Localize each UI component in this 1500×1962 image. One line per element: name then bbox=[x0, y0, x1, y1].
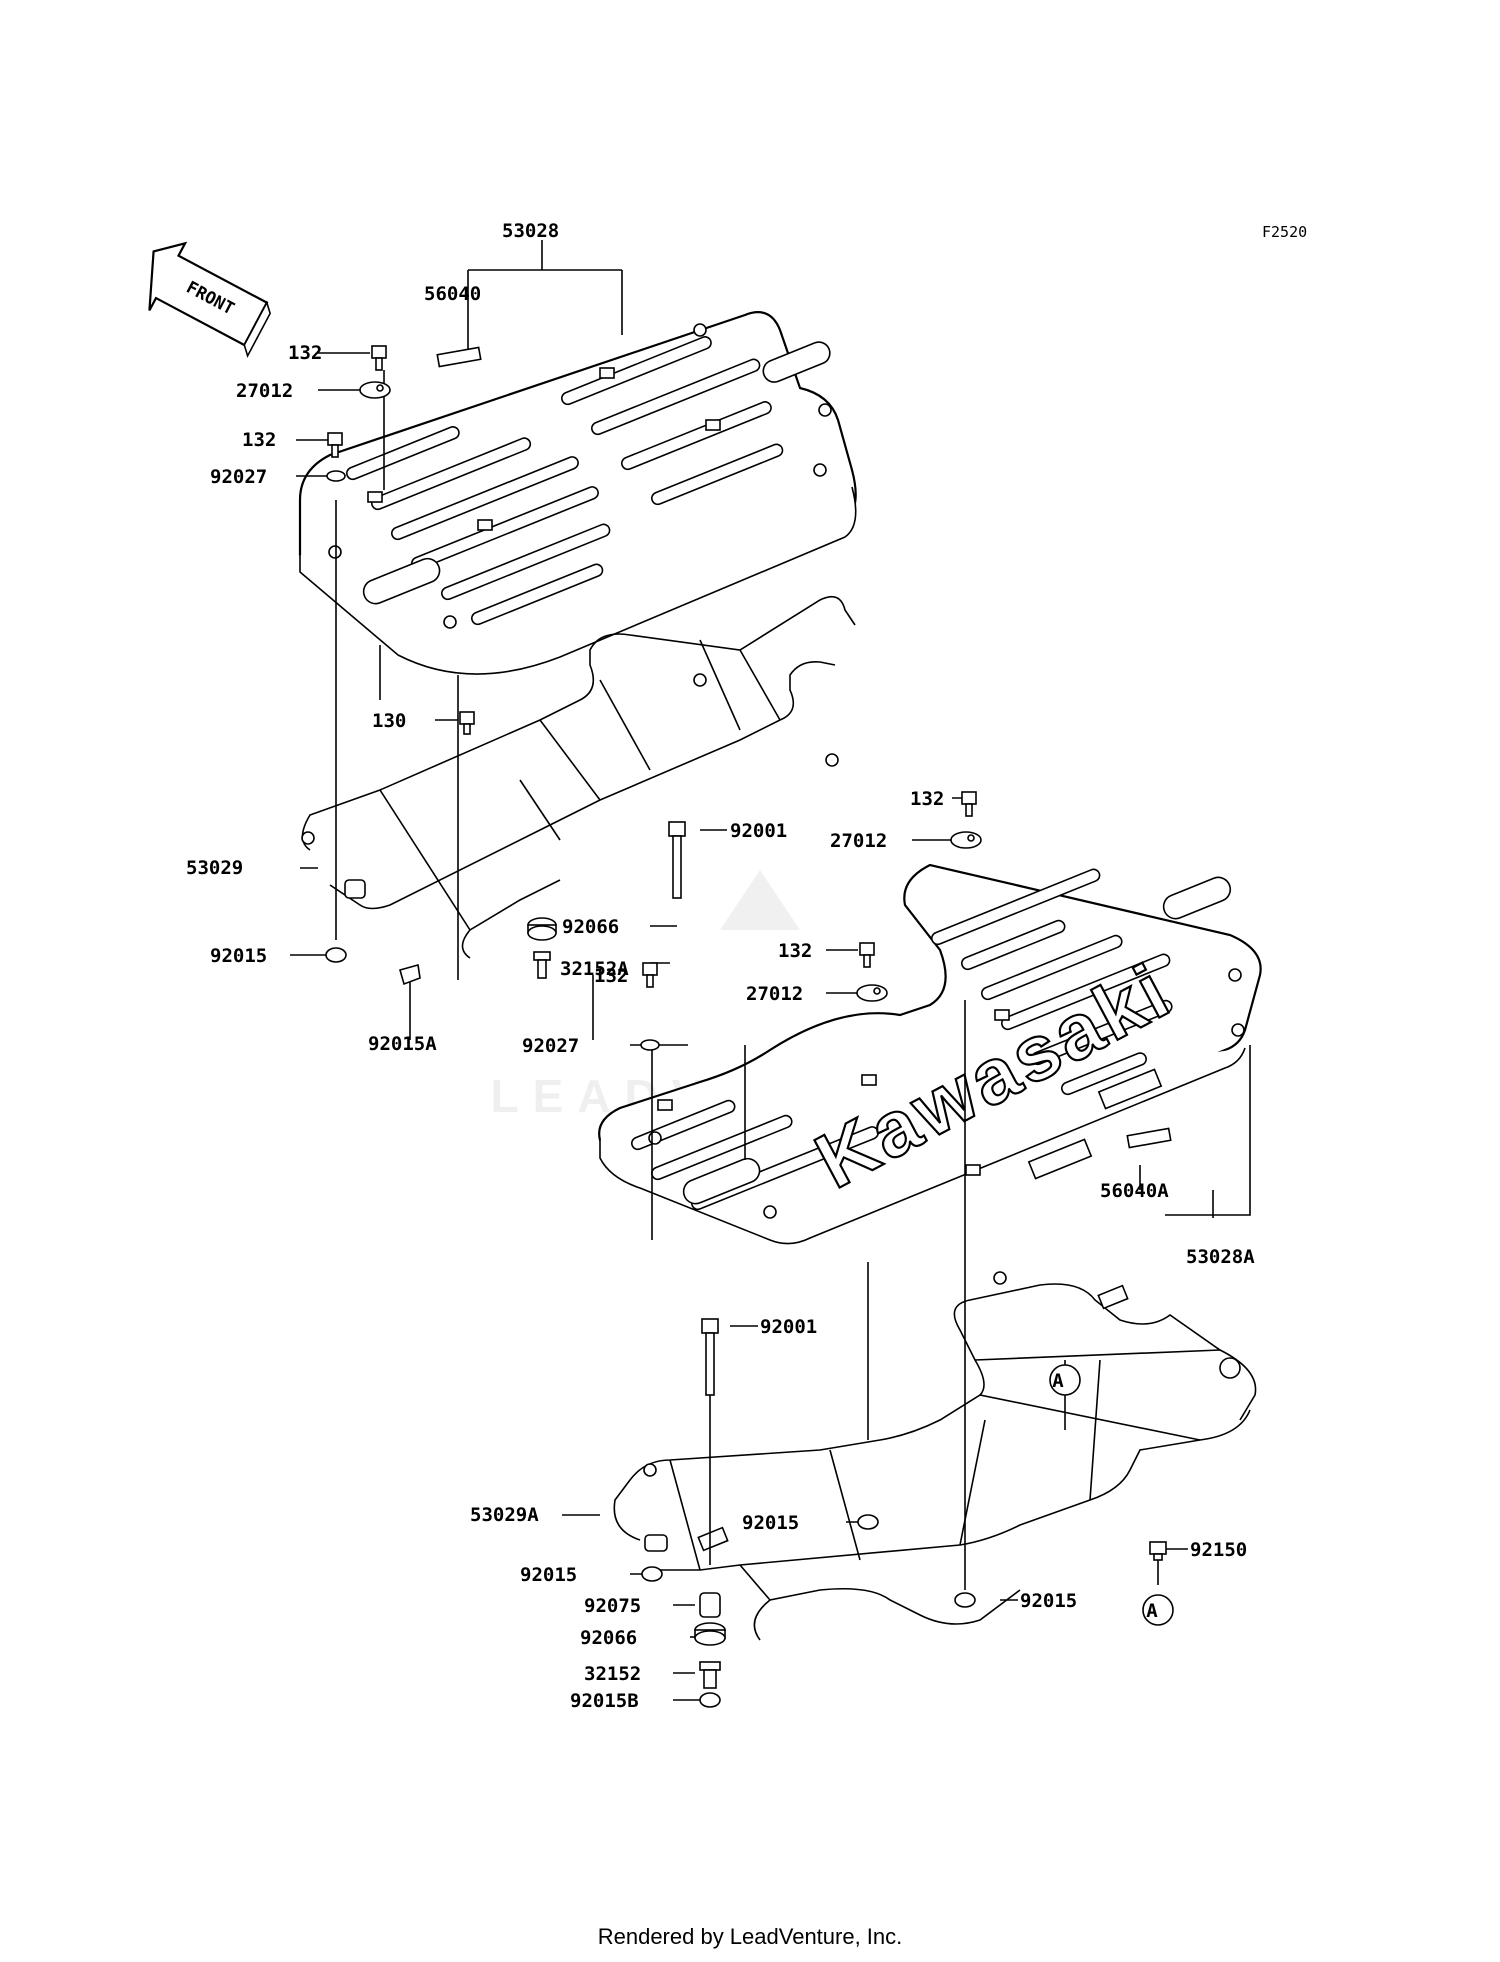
figure-code: F2520 bbox=[1262, 223, 1307, 241]
bolt-icon bbox=[961, 791, 977, 817]
front-carrier-frame bbox=[301, 595, 856, 959]
callout-92066: 92066 bbox=[580, 1627, 637, 1649]
callout-53028A: 53028A bbox=[1186, 1246, 1255, 1268]
bolt-icon bbox=[1149, 1541, 1167, 1561]
rear-carrier-slots bbox=[631, 868, 1245, 1219]
long-bolt-icon bbox=[701, 1318, 719, 1396]
callout-32152: 32152 bbox=[584, 1663, 641, 1685]
callout-130: 130 bbox=[372, 710, 406, 732]
callout-92001: 92001 bbox=[730, 820, 787, 842]
bolt-icon bbox=[859, 942, 875, 968]
bolt-icon bbox=[327, 432, 343, 458]
long-bolt-icon bbox=[668, 821, 686, 899]
bolt-icon bbox=[371, 345, 387, 371]
washer-icon bbox=[640, 1039, 660, 1051]
reference-a: A bbox=[1052, 1370, 1064, 1392]
callout-32152A: 32152A bbox=[560, 958, 629, 980]
callout-92015: 92015 bbox=[742, 1512, 799, 1534]
clamp-icon bbox=[856, 984, 888, 1002]
callout-27012: 27012 bbox=[830, 830, 887, 852]
callout-92027: 92027 bbox=[210, 466, 267, 488]
rear-carrier-frame bbox=[613, 1271, 1257, 1641]
grommet-icon bbox=[694, 1622, 726, 1646]
front-arrow: FRONT bbox=[148, 241, 271, 358]
spacer-icon bbox=[699, 1592, 721, 1618]
callout-labels: 53028 56040 132 27012 132 92027 130 5302… bbox=[186, 220, 1255, 1712]
callout-56040: 56040 bbox=[424, 283, 481, 305]
bolt-icon bbox=[459, 711, 475, 735]
callout-92015: 92015 bbox=[520, 1564, 577, 1586]
callout-53029A: 53029A bbox=[470, 1504, 539, 1526]
nut-icon bbox=[857, 1514, 879, 1530]
bolt-icon bbox=[642, 962, 658, 988]
reference-a-circle bbox=[1049, 1364, 1081, 1396]
callout-132: 132 bbox=[910, 788, 944, 810]
callout-132: 132 bbox=[778, 940, 812, 962]
callout-132: 132 bbox=[288, 342, 322, 364]
nut-icon bbox=[325, 947, 347, 963]
front-carrier-plate bbox=[298, 311, 857, 675]
callout-53028: 53028 bbox=[502, 220, 559, 242]
nut-icon bbox=[954, 1592, 976, 1608]
hardware bbox=[325, 345, 1174, 1708]
callout-132: 132 bbox=[594, 965, 628, 987]
callout-56040A: 56040A bbox=[1100, 1180, 1169, 1202]
clamp-icon bbox=[950, 831, 982, 849]
callout-92015A: 92015A bbox=[368, 1033, 437, 1055]
leader-lines bbox=[290, 240, 1251, 1701]
callout-92015: 92015 bbox=[210, 945, 267, 967]
front-carrier-slots bbox=[328, 323, 832, 629]
reference-a-circle bbox=[1142, 1594, 1174, 1626]
callout-92015B: 92015B bbox=[570, 1690, 639, 1712]
clip-icon bbox=[399, 963, 421, 986]
callout-92066: 92066 bbox=[562, 916, 619, 938]
clamp-icon bbox=[359, 381, 391, 399]
reference-a: A bbox=[1146, 1600, 1158, 1622]
callout-92027: 92027 bbox=[522, 1035, 579, 1057]
callout-132: 132 bbox=[242, 429, 276, 451]
nut-icon bbox=[699, 1692, 721, 1708]
callout-27012: 27012 bbox=[746, 983, 803, 1005]
grommet-icon bbox=[527, 917, 557, 941]
callout-92015: 92015 bbox=[1020, 1590, 1077, 1612]
callout-92001: 92001 bbox=[760, 1316, 817, 1338]
nut-icon bbox=[641, 1566, 663, 1582]
collar-icon bbox=[699, 1661, 721, 1689]
footer-credit: Rendered by LeadVenture, Inc. bbox=[597, 1924, 903, 1949]
callout-53029: 53029 bbox=[186, 857, 243, 879]
washer-icon bbox=[326, 470, 346, 482]
callout-92075: 92075 bbox=[584, 1595, 641, 1617]
collar-icon bbox=[533, 951, 551, 979]
callout-27012: 27012 bbox=[236, 380, 293, 402]
callout-92150: 92150 bbox=[1190, 1539, 1247, 1561]
